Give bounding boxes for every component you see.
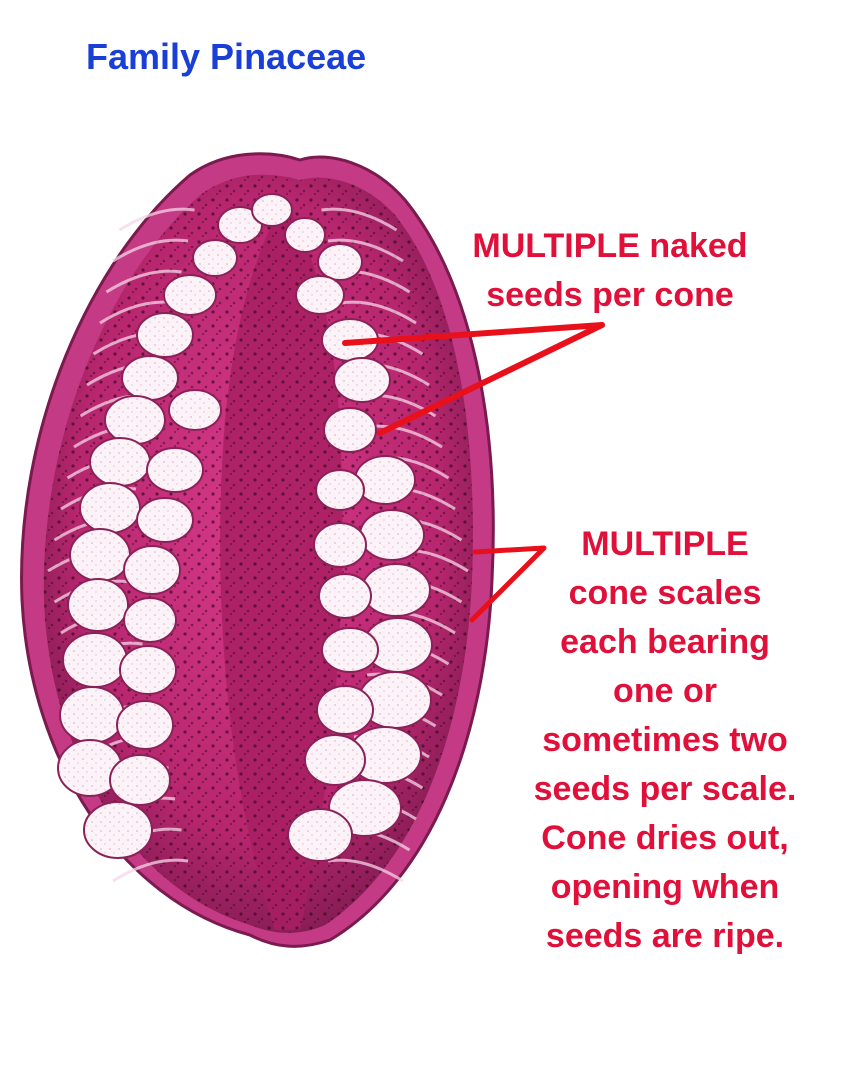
- annotation-line: Cone dries out,: [541, 819, 789, 857]
- pointer-line-seed-lower: [377, 322, 605, 436]
- seed: [136, 312, 194, 358]
- annotation-line: one or: [613, 672, 717, 710]
- seed-group: [57, 193, 433, 862]
- annotation-pointers: [342, 322, 605, 623]
- seed: [287, 808, 353, 862]
- seed: [123, 597, 177, 643]
- seed: [361, 563, 431, 617]
- seed: [323, 407, 377, 453]
- annotation-seeds-per-cone: MULTIPLE naked seeds per cone: [420, 222, 800, 320]
- scale-line: [327, 858, 404, 883]
- seed: [354, 455, 416, 505]
- seed: [119, 645, 177, 695]
- seed: [304, 734, 366, 786]
- seed: [321, 627, 379, 673]
- annotation-line: seeds per cone: [486, 276, 734, 314]
- scale-line: [321, 207, 398, 232]
- scale-line: [112, 238, 189, 263]
- seed: [116, 700, 174, 750]
- annotation-line: opening when: [550, 868, 780, 906]
- cone-body: [20, 152, 495, 948]
- scale-line: [118, 207, 195, 232]
- pointer-line-seed-upper: [342, 322, 605, 346]
- seed: [284, 217, 326, 253]
- seed: [318, 573, 372, 619]
- seed: [104, 395, 166, 445]
- seed: [123, 545, 181, 595]
- annotation-line: each bearing: [560, 623, 770, 661]
- seed: [315, 469, 365, 511]
- seed: [192, 239, 238, 277]
- seed: [146, 447, 204, 493]
- seed: [163, 274, 217, 316]
- scale-line: [340, 300, 417, 325]
- scale-line: [105, 269, 182, 294]
- annotation-line: MULTIPLE: [581, 525, 749, 563]
- seed: [251, 193, 293, 227]
- seed: [79, 482, 141, 534]
- seed: [109, 754, 171, 806]
- seed: [295, 275, 345, 315]
- seed: [168, 389, 222, 431]
- annotation-line: cone scales: [568, 574, 762, 612]
- scale-line: [327, 238, 404, 263]
- seed: [62, 632, 128, 688]
- annotation-line: seeds per scale.: [533, 770, 797, 808]
- annotation-line: seeds are ripe.: [545, 917, 785, 955]
- annotation-line: MULTIPLE naked: [472, 227, 748, 265]
- seed: [313, 522, 367, 568]
- seed: [83, 801, 153, 859]
- scale-line: [112, 858, 189, 883]
- annotation-cone-scales: MULTIPLE cone scales each bearing one or…: [480, 520, 850, 961]
- seed: [121, 355, 179, 401]
- seed: [59, 686, 125, 744]
- seed: [317, 243, 363, 281]
- seed: [316, 685, 374, 735]
- seed: [333, 357, 391, 403]
- annotation-line: sometimes two: [542, 721, 788, 759]
- pointer-line-scale: [469, 545, 547, 623]
- seed: [136, 497, 194, 543]
- seed: [69, 528, 131, 582]
- seed: [67, 578, 129, 632]
- page-title: Family Pinaceae: [86, 36, 367, 77]
- seed: [89, 437, 151, 487]
- seed: [359, 509, 425, 561]
